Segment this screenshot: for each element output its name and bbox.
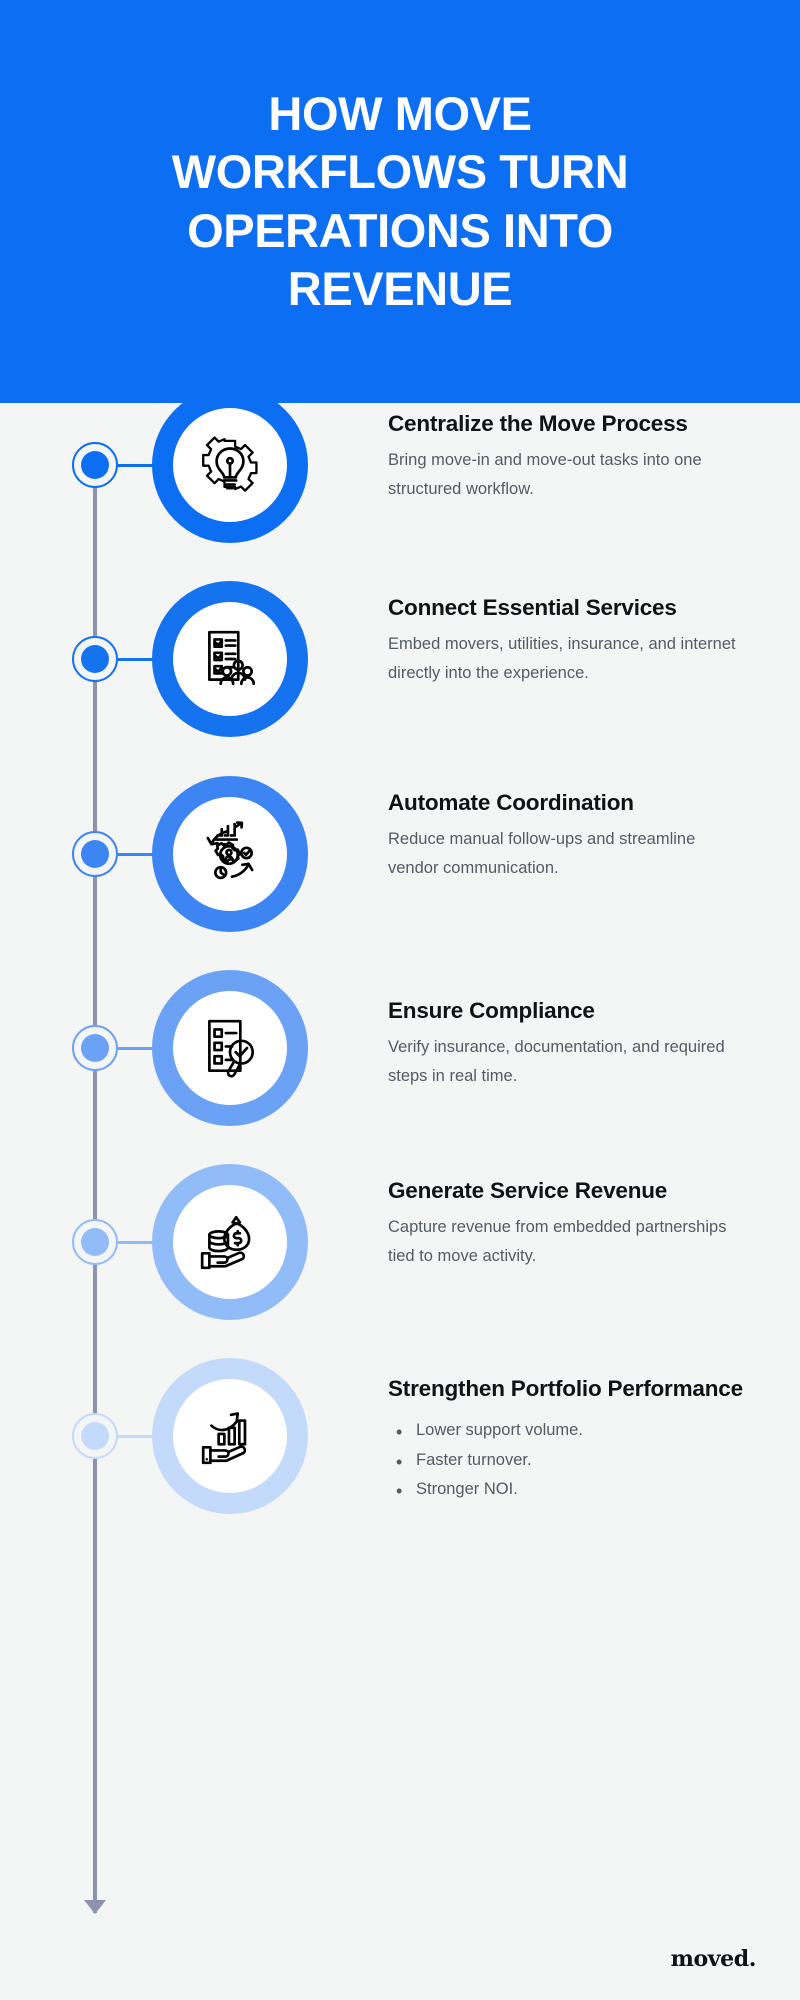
node-connector: [118, 1047, 158, 1050]
step-title: Ensure Compliance: [388, 998, 595, 1023]
node-ring: [72, 1413, 118, 1459]
step-icon-circle: [152, 581, 308, 737]
step-description: Bring move-in and move-out tasks into on…: [388, 451, 702, 498]
step-title: Strengthen Portfolio Performance: [388, 1376, 743, 1401]
node-connector: [118, 853, 158, 856]
benefits-list: Lower support volume. Faster turnover. S…: [388, 1416, 748, 1507]
moved-logo: moved.: [670, 1946, 757, 1972]
step-title: Centralize the Move Process: [388, 411, 688, 436]
lightbulb-gear-icon: [202, 436, 258, 492]
automation-cycle-icon: [206, 821, 254, 880]
node-dot: [81, 1228, 109, 1256]
step-icon-circle: [152, 387, 308, 543]
timeline-node[interactable]: [72, 442, 118, 488]
step-description: Verify insurance, documentation, and req…: [388, 1038, 725, 1085]
timeline-node[interactable]: [72, 1413, 118, 1459]
document-magnifier-check-icon: [208, 1019, 255, 1078]
node-dot: [81, 451, 109, 479]
node-dot: [81, 645, 109, 673]
timeline-node[interactable]: [72, 636, 118, 682]
list-item: Faster turnover.: [388, 1446, 748, 1478]
node-ring: [72, 1219, 118, 1265]
step-text-block: Generate Service Revenue Capture revenue…: [388, 1176, 748, 1270]
timeline-node[interactable]: [72, 831, 118, 877]
step-text-block: Ensure Compliance Verify insurance, docu…: [388, 996, 748, 1090]
step-icon-inner: [173, 602, 287, 716]
timeline-node[interactable]: [72, 1219, 118, 1265]
step-item: Ensure Compliance Verify insurance, docu…: [0, 960, 800, 1140]
header-banner: HOW MOVE WORKFLOWS TURN OPERATIONS INTO …: [0, 0, 800, 403]
step-item: Centralize the Move Process Bring move-i…: [0, 377, 800, 557]
step-item: Automate Coordination Reduce manual foll…: [0, 766, 800, 946]
node-connector: [118, 658, 158, 661]
timeline-arrow-down-icon: [84, 1900, 106, 1914]
timeline-track: [93, 466, 97, 1913]
step-icon-circle: [152, 1164, 308, 1320]
list-item: Stronger NOI.: [388, 1475, 748, 1507]
step-icon-inner: [173, 991, 287, 1105]
step-text-block: Strengthen Portfolio Performance Lower s…: [388, 1374, 748, 1507]
hand-money-bag-icon: [200, 1215, 251, 1270]
step-description: Capture revenue from embedded partnershi…: [388, 1218, 727, 1265]
step-title: Automate Coordination: [388, 790, 634, 815]
step-text-block: Automate Coordination Reduce manual foll…: [388, 788, 748, 882]
node-connector: [118, 464, 158, 467]
step-item: Strengthen Portfolio Performance Lower s…: [0, 1348, 800, 1548]
step-icon-circle: [152, 1358, 308, 1514]
node-dot: [81, 1034, 109, 1062]
node-dot: [81, 840, 109, 868]
list-item: Lower support volume.: [388, 1416, 748, 1448]
node-dot: [81, 1422, 109, 1450]
checklist-people-icon: [208, 630, 256, 686]
step-title: Connect Essential Services: [388, 595, 677, 620]
step-icon-circle: [152, 776, 308, 932]
step-icon-inner: [173, 797, 287, 911]
node-ring: [72, 442, 118, 488]
step-description: Embed movers, utilities, insurance, and …: [388, 635, 736, 682]
node-connector: [118, 1241, 158, 1244]
step-text-block: Connect Essential Services Embed movers,…: [388, 593, 748, 687]
node-connector: [118, 1435, 158, 1438]
step-title: Generate Service Revenue: [388, 1178, 668, 1203]
hand-growth-chart-icon: [201, 1412, 247, 1465]
step-icon-circle: [152, 970, 308, 1126]
page-title: HOW MOVE WORKFLOWS TURN OPERATIONS INTO …: [171, 86, 629, 315]
step-description: Reduce manual follow-ups and streamline …: [388, 830, 696, 877]
timeline-node[interactable]: [72, 1025, 118, 1071]
step-item: Connect Essential Services Embed movers,…: [0, 571, 800, 751]
step-icon-inner: [173, 1185, 287, 1299]
step-text-block: Centralize the Move Process Bring move-i…: [388, 409, 748, 503]
step-icon-inner: [173, 408, 287, 522]
step-icon-inner: [173, 1379, 287, 1493]
step-item: Generate Service Revenue Capture revenue…: [0, 1154, 800, 1334]
